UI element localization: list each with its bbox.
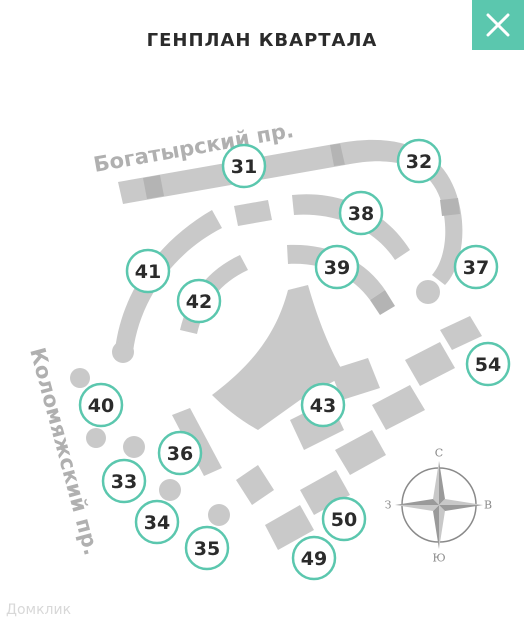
building-41 [112,210,222,363]
watermark-logo: Домклик [6,602,72,618]
building-marker-label: 54 [475,354,501,376]
compass-west: З [385,499,392,512]
building-marker-label: 43 [310,395,336,417]
building-marker-42[interactable]: 42 [176,278,222,324]
street-label-kolomyazhsky: Коломяжский пр. [25,345,104,558]
building-marker-label: 37 [463,257,489,279]
compass-south: Ю [432,552,445,565]
building-marker-35[interactable]: 35 [184,525,230,571]
building-marker-label: 49 [301,548,327,570]
building-marker-label: 42 [186,291,212,313]
building-marker-40[interactable]: 40 [78,382,124,428]
close-button[interactable] [472,0,524,50]
compass-north: С [435,447,443,460]
building-marker-37[interactable]: 37 [453,244,499,290]
building-small-1 [234,200,272,226]
building-marker-39[interactable]: 39 [314,244,360,290]
close-icon [486,13,510,37]
building-marker-49[interactable]: 49 [291,535,337,581]
building-38 [292,194,410,260]
page-title: ГЕНПЛАН КВАРТАЛА [146,30,378,51]
building-marker-54[interactable]: 54 [465,341,511,387]
building-marker-41[interactable]: 41 [125,248,171,294]
building-39 [287,244,395,315]
building-40 [70,368,230,526]
building-marker-label: 35 [194,538,220,560]
building-marker-label: 31 [231,156,257,178]
building-marker-50[interactable]: 50 [321,496,367,542]
building-marker-label: 50 [331,509,357,531]
building-marker-31[interactable]: 31 [221,143,267,189]
building-small-2 [236,465,274,505]
building-marker-label: 34 [144,512,170,534]
compass: С Ю В З [385,447,492,565]
building-marker-label: 38 [348,203,374,225]
compass-east: В [484,499,492,512]
building-marker-label: 41 [135,261,161,283]
building-marker-34[interactable]: 34 [134,499,180,545]
building-marker-43[interactable]: 43 [300,382,346,428]
building-marker-label: 39 [324,257,350,279]
building-marker-36[interactable]: 36 [157,430,203,476]
building-marker-label: 33 [111,471,137,493]
building-marker-label: 32 [406,151,432,173]
building-marker-38[interactable]: 38 [338,190,384,236]
building-marker-label: 40 [88,395,114,417]
building-central [212,285,345,430]
building-marker-33[interactable]: 33 [101,458,147,504]
building-marker-label: 36 [167,443,193,465]
building-marker-32[interactable]: 32 [396,138,442,184]
building-54 [265,316,482,550]
